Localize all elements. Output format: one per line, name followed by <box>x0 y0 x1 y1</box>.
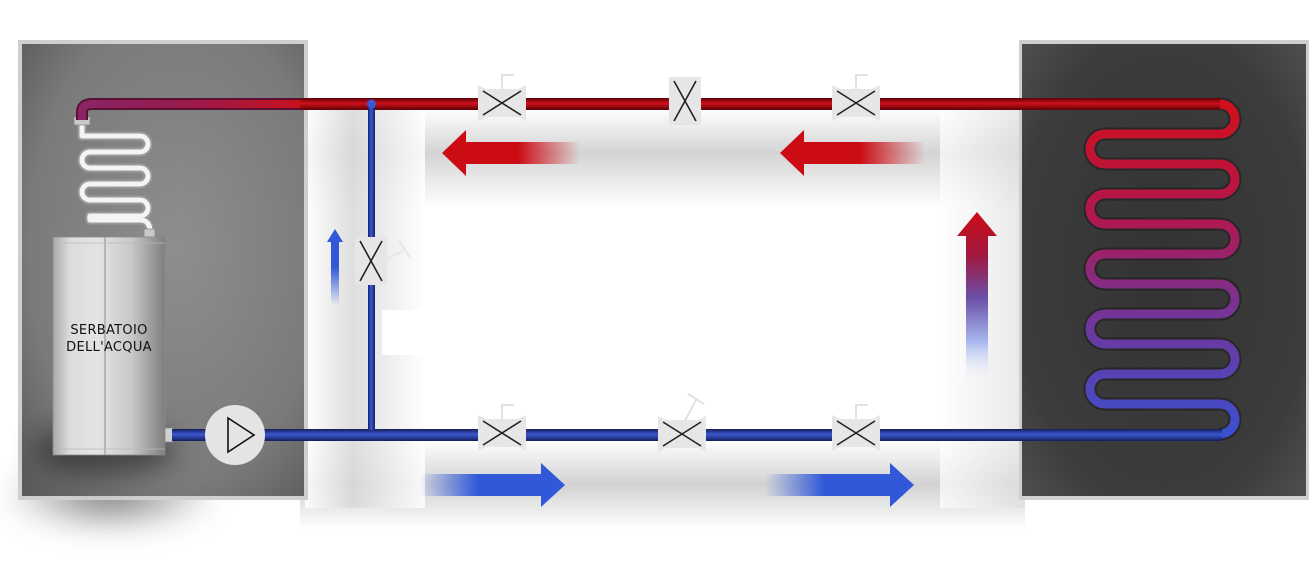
left-band <box>305 108 425 508</box>
valves <box>355 74 880 452</box>
supply-pipe-hot <box>76 98 1220 120</box>
pump-body[interactable] <box>205 405 265 465</box>
bypass-valve[interactable] <box>355 237 412 285</box>
white-label-box <box>382 310 427 355</box>
valve-cross-icon <box>482 90 522 116</box>
center-white <box>425 210 940 430</box>
coil-bottom-fitting <box>143 228 156 238</box>
valve-cross-icon <box>836 90 876 116</box>
tank-outlet-fitting <box>164 427 174 443</box>
valve-cross-icon <box>482 420 522 446</box>
valve-cross-icon <box>836 420 876 446</box>
top-check-valve[interactable] <box>669 77 701 125</box>
arrow-supply-left-1 <box>442 130 580 176</box>
bottom-shutoff-valve-1[interactable] <box>478 404 526 451</box>
tank-label-line2: DELL'ACQUA <box>66 340 152 355</box>
arrow-supply-left-2 <box>780 130 925 176</box>
outdoor-heat-exchanger-coil <box>1083 97 1242 441</box>
flow-arrows <box>327 130 997 507</box>
outdoor-unit <box>1019 40 1309 500</box>
top-shutoff-valve-1[interactable] <box>478 74 526 121</box>
valve-cross-icon <box>359 240 383 282</box>
valve-cross-icon <box>662 421 702 447</box>
arrow-return-right-1 <box>420 463 565 507</box>
arrow-bypass-up <box>327 229 343 305</box>
bypass-junction <box>367 99 376 109</box>
tank-body <box>52 236 166 456</box>
water-tank <box>52 236 174 456</box>
background-bands <box>300 108 1025 530</box>
outdoor-unit-box <box>1022 44 1306 496</box>
tank-heat-exchanger-coil <box>73 116 156 238</box>
tank-label: SERBATOIO DELL'ACQUA <box>55 322 163 356</box>
play-triangle-icon <box>227 416 256 454</box>
arrow-return-right-2 <box>765 463 914 507</box>
arrow-outdoor-up <box>957 212 997 385</box>
top-shutoff-valve-2[interactable] <box>832 74 880 121</box>
bottom-shutoff-valve-2[interactable] <box>832 404 880 451</box>
tank-label-line1: SERBATOIO <box>70 323 148 338</box>
circulation-pump[interactable] <box>205 405 265 465</box>
bottom-regulating-valve[interactable] <box>658 393 706 452</box>
valve-cross-icon <box>673 80 697 122</box>
